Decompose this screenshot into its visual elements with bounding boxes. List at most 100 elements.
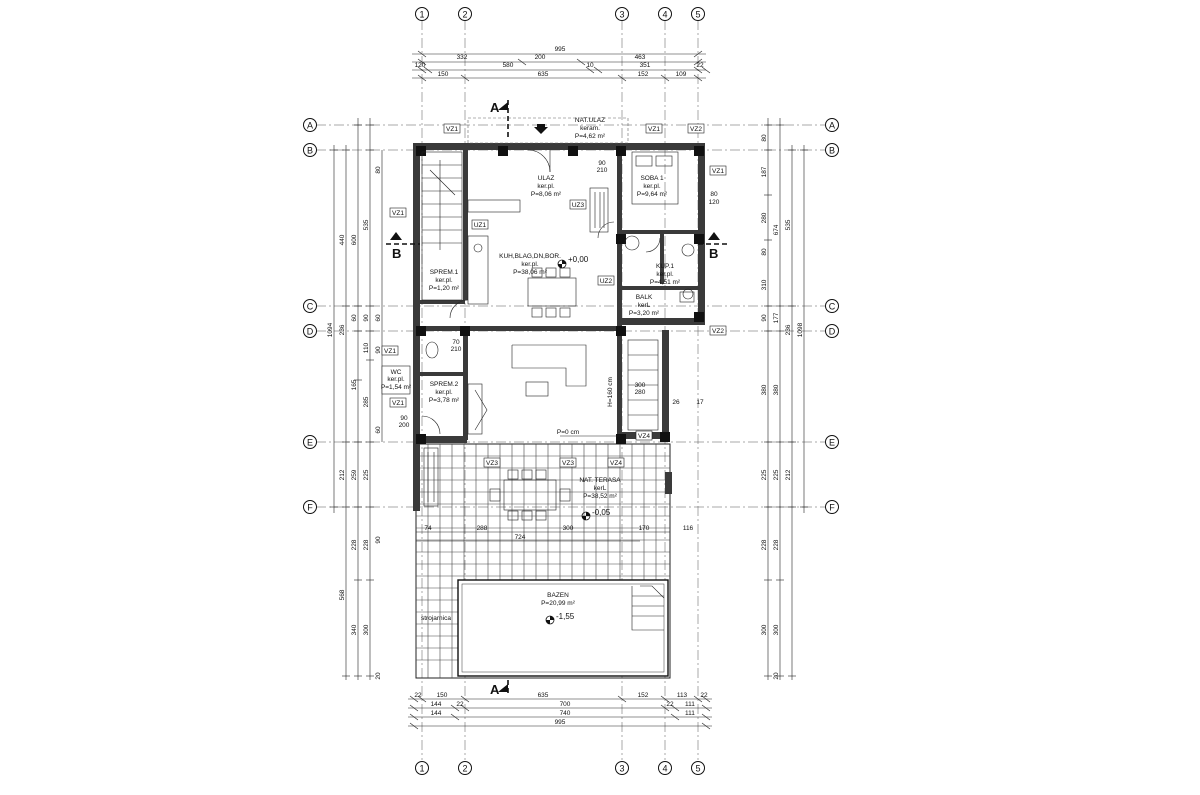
grid-label-e-right: E <box>829 438 835 448</box>
dim-right-225: 225 <box>761 469 768 480</box>
dim-left-228b: 228 <box>363 539 370 550</box>
grid-label-b-right: B <box>829 146 835 156</box>
door-swings <box>421 149 661 437</box>
tag-vz1-d: VZ1 <box>712 168 724 175</box>
dim-left-300: 300 <box>363 624 370 635</box>
dim-left-80: 80 <box>375 166 382 174</box>
grid-label-d-right: D <box>829 327 836 337</box>
dim-bot-144a: 144 <box>431 701 442 708</box>
furniture <box>423 151 695 521</box>
room-sprem2-name: SPREM.2 <box>430 381 459 388</box>
room-strojarnica: strojarnica <box>421 615 451 622</box>
dim-top-332: 332 <box>457 54 468 61</box>
building-walls <box>413 143 705 511</box>
dim-left-259: 259 <box>351 469 358 480</box>
dim-left-60: 60 <box>351 314 358 322</box>
dim-inner-120: 120 <box>709 199 720 206</box>
pool-steps <box>631 585 665 631</box>
room-sprem1-floor: ker.pl. <box>435 277 453 284</box>
tag-uz1: UZ1 <box>474 222 487 229</box>
room-wc-area: P=1,54 m² <box>381 384 412 391</box>
dim-top-580: 580 <box>503 62 514 69</box>
dim-inner-90b: 90 <box>400 415 408 422</box>
room-soba1-floor: ker.pl. <box>643 183 661 190</box>
dim-left-110: 110 <box>363 342 370 353</box>
dim-bot-740: 740 <box>560 710 571 717</box>
room-sprem1-name: SPREM.1 <box>430 269 459 276</box>
tag-uz2: UZ2 <box>600 278 613 285</box>
grid-label-4: 4 <box>662 10 667 20</box>
dim-top-200: 200 <box>535 54 546 61</box>
section-a-label-top: A <box>490 100 500 115</box>
dim-right-177: 177 <box>773 312 780 323</box>
dim-bot-700: 700 <box>560 701 571 708</box>
dim-inner-70: 70 <box>452 339 460 346</box>
dim-right-212: 212 <box>785 469 792 480</box>
dim-inner-90: 90 <box>598 160 606 167</box>
dimensions-top <box>412 50 711 82</box>
dim-left-212: 212 <box>339 469 346 480</box>
dim-bot-113: 113 <box>677 692 688 699</box>
dim-inner-116: 116 <box>683 525 694 532</box>
pool <box>457 579 669 677</box>
grid-label-2: 2 <box>462 10 467 20</box>
note-parapet: P=0 cm <box>557 429 579 436</box>
dim-left-535: 535 <box>363 219 370 230</box>
grid-label-b: B <box>307 146 313 156</box>
dim-inner-300: 300 <box>563 525 574 532</box>
tag-uz3: UZ3 <box>572 202 585 209</box>
dim-inner-74: 74 <box>424 525 432 532</box>
grid-label-c: C <box>307 302 314 312</box>
section-a-label-bottom: A <box>490 682 500 697</box>
room-terasa-area: P=38,52 m² <box>583 493 618 500</box>
dim-bot-144b: 144 <box>431 710 442 717</box>
dim-inner-288: 288 <box>477 525 488 532</box>
dim-right-80b: 80 <box>761 248 768 256</box>
section-b-label-right: B <box>709 246 718 261</box>
note-window-height: H=160 cm <box>607 377 614 407</box>
dimension-labels-top: 995 332 200 463 120 580 10 351 22 150 63… <box>415 46 704 78</box>
dim-left-60c: 60 <box>375 426 382 434</box>
dimension-labels-left: 1094 440 236 212 568 600 60 165 259 228 … <box>327 166 382 680</box>
room-ulaz-area: P=8,06 m² <box>531 191 562 198</box>
dim-right-20: 20 <box>773 672 780 680</box>
dim-left-90b: 90 <box>375 346 382 354</box>
grid-label-f: F <box>307 503 313 513</box>
dim-left-568: 568 <box>339 589 346 600</box>
dim-left-236: 236 <box>339 324 346 335</box>
room-sprem2-floor: ker.pl. <box>435 389 453 396</box>
level-terrace: -0,05 <box>592 508 611 517</box>
dimension-labels-bottom: 22 150 635 152 113 22 144 22 700 22 111 … <box>414 692 708 726</box>
section-b-label-left: B <box>392 246 401 261</box>
tag-vz2-b: VZ2 <box>712 328 724 335</box>
room-nat-ulaz-name: NAT.ULAZ <box>575 117 605 124</box>
dim-right-310: 310 <box>761 279 768 290</box>
dim-inner-210b: 210 <box>451 346 462 353</box>
dim-right-187: 187 <box>761 166 768 177</box>
room-wc-floor: ker.pl. <box>387 376 405 383</box>
dim-left-228: 228 <box>351 539 358 550</box>
dim-left-165: 165 <box>351 379 358 390</box>
dim-inner-300b: 300 <box>635 382 646 389</box>
dim-left-340: 340 <box>351 624 358 635</box>
dim-right-228: 228 <box>761 539 768 550</box>
dim-right-228b: 228 <box>773 539 780 550</box>
grid-label-a: A <box>307 121 313 131</box>
room-kuh-area: P=38,06 m² <box>513 269 548 276</box>
dimension-labels-right: 80 187 280 80 310 90 380 225 228 300 674… <box>761 134 804 680</box>
room-kup1-name: KUP.1 <box>656 263 674 270</box>
section-marks: A A B B <box>386 100 730 697</box>
dim-left-285: 285 <box>363 396 370 407</box>
entry-arrow-icon <box>534 127 548 134</box>
tag-vz1-c: VZ1 <box>392 210 404 217</box>
dim-left-20: 20 <box>375 672 382 680</box>
room-ulaz-floor: ker.pl. <box>537 183 555 190</box>
grid-label-5-bottom: 5 <box>695 764 700 774</box>
dim-right-280: 280 <box>761 212 768 223</box>
dim-bot-22d: 22 <box>666 701 674 708</box>
columns <box>416 146 704 444</box>
dim-bot-150: 150 <box>437 692 448 699</box>
terrace-paving-grid <box>415 443 671 679</box>
dimensions-bottom <box>408 695 712 730</box>
